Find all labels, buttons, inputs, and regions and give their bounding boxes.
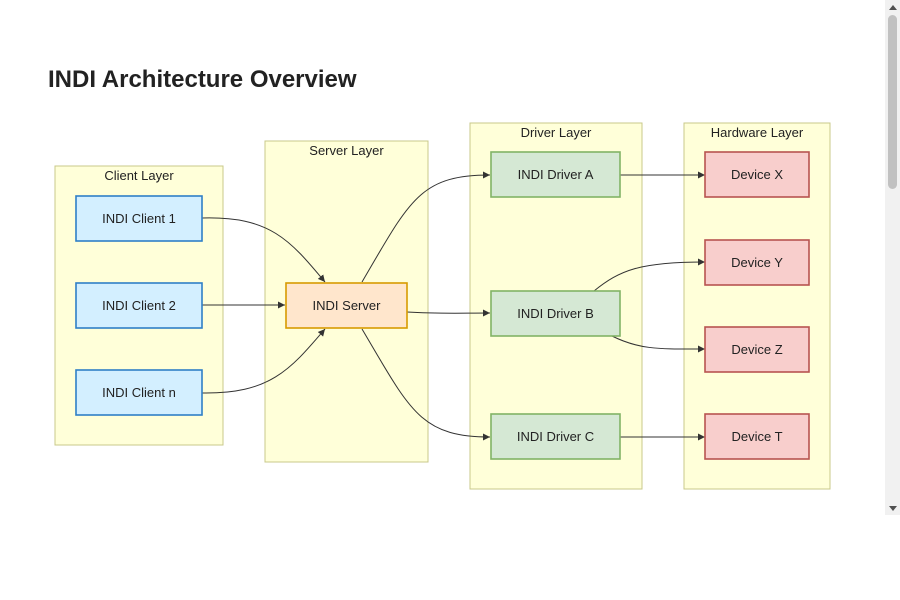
- node-client-1-box[interactable]: [75, 195, 203, 242]
- node-device-z-label: Device Z: [731, 342, 782, 357]
- node-server[interactable]: INDI Server: [285, 282, 408, 329]
- node-device-y-label: Device Y: [731, 255, 783, 270]
- node-client-2-box[interactable]: [75, 282, 203, 329]
- node-driver-a-box[interactable]: [490, 151, 621, 198]
- driver-layer-label: Driver Layer: [521, 125, 592, 140]
- node-device-t[interactable]: Device T: [704, 413, 810, 460]
- scroll-down-arrow-icon[interactable]: [885, 501, 900, 515]
- node-device-y-box[interactable]: [704, 239, 810, 286]
- edge-server-to-driver-b: [406, 309, 491, 317]
- server-layer-label: Server Layer: [309, 143, 384, 158]
- edge-server-to-driver-a: [361, 171, 491, 283]
- node-device-z[interactable]: Device Z: [704, 326, 810, 373]
- node-device-y[interactable]: Device Y: [704, 239, 810, 286]
- vertical-scrollbar[interactable]: [885, 0, 900, 515]
- page-title: INDI Architecture Overview: [48, 66, 357, 93]
- node-device-x-box[interactable]: [704, 151, 810, 198]
- node-driver-b-label: INDI Driver B: [517, 306, 594, 321]
- node-driver-a-label: INDI Driver A: [518, 167, 594, 182]
- node-device-x[interactable]: Device X: [704, 151, 810, 198]
- node-device-z-box[interactable]: [704, 326, 810, 373]
- node-driver-c-box[interactable]: [490, 413, 621, 460]
- hardware-layer-label: Hardware Layer: [711, 125, 804, 140]
- node-device-t-label: Device T: [731, 429, 782, 444]
- node-driver-c-label: INDI Driver C: [517, 429, 594, 444]
- edge-server-to-driver-c: [361, 328, 491, 441]
- node-device-t-box[interactable]: [704, 413, 810, 460]
- node-client-1-label: INDI Client 1: [102, 211, 176, 226]
- node-server-box[interactable]: [285, 282, 408, 329]
- node-server-label: INDI Server: [313, 298, 382, 313]
- node-driver-b[interactable]: INDI Driver B: [490, 290, 621, 337]
- scroll-up-arrow-icon[interactable]: [885, 0, 900, 14]
- node-device-x-label: Device X: [731, 167, 783, 182]
- node-driver-c[interactable]: INDI Driver C: [490, 413, 621, 460]
- node-client-n-box[interactable]: [75, 369, 203, 416]
- node-driver-a[interactable]: INDI Driver A: [490, 151, 621, 198]
- node-driver-b-box[interactable]: [490, 290, 621, 337]
- node-client-n-label: INDI Client n: [102, 385, 176, 400]
- edge-driver-b-to-device-y: [593, 258, 706, 292]
- node-client-n[interactable]: INDI Client n: [75, 369, 203, 416]
- edge-client-1-to-server: [201, 217, 326, 283]
- node-client-1[interactable]: INDI Client 1: [75, 195, 203, 242]
- architecture-diagram: Client Layer Server Layer Driver Layer Hard…: [54, 122, 831, 490]
- node-client-2-label: INDI Client 2: [102, 298, 176, 313]
- node-client-2[interactable]: INDI Client 2: [75, 282, 203, 329]
- edge-client-n-to-server: [201, 328, 326, 394]
- edge-driver-b-to-device-z: [611, 335, 706, 353]
- scrollbar-thumb[interactable]: [888, 15, 897, 189]
- client-layer-label: Client Layer: [104, 168, 174, 183]
